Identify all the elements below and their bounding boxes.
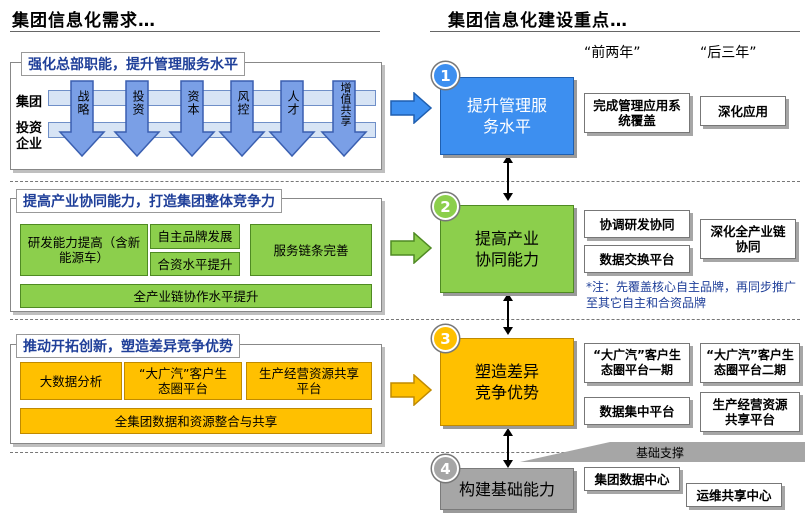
right-arrow-1 (390, 92, 432, 124)
period-last-label: “后三年” (700, 45, 757, 61)
step3-label: 塑造差异竞争优势 (474, 362, 539, 402)
arrow-label-strategy: 战略 (76, 90, 90, 116)
box-resource-sharing: 生产经营资源共享平台 (246, 362, 372, 400)
right-arrow-2 (390, 232, 432, 264)
s1-last-item: 深化应用 (700, 96, 786, 126)
box-rd-capability: 研发能力提高（含新能源车） (20, 224, 148, 276)
box-full-chain: 全产业链协作水平提升 (20, 284, 372, 308)
down-arrow-talent (268, 80, 316, 158)
s2-first-item-1: 协调研发协同 (584, 210, 690, 238)
row-label-group: 集团 (16, 95, 43, 110)
step3-number: 3 (432, 325, 459, 352)
right-header-underline (430, 31, 800, 32)
separator-2 (10, 319, 800, 320)
box-own-brand: 自主品牌发展 (150, 224, 240, 249)
s3-first-item-1: “大广汽”客户生态圈平台一期 (584, 343, 690, 383)
section1-title: 强化总部职能，提升管理服务水平 (21, 52, 245, 76)
step2-label: 提高产业协同能力 (474, 229, 539, 269)
step4-number: 4 (432, 455, 459, 482)
step4-box: 构建基础能力 (440, 468, 574, 510)
down-arrow-investment (113, 80, 161, 158)
section2-title: 提高产业协同能力，打造集团整体竞争力 (16, 189, 282, 213)
right-header: 集团信息化建设重点… (448, 11, 628, 31)
arrow-label-investment: 投资 (131, 90, 145, 116)
down-arrow-capital (168, 80, 216, 158)
down-arrow-risk (218, 80, 266, 158)
s4-item-1: 集团数据中心 (584, 467, 680, 491)
support-label: 基础支撑 (636, 446, 685, 460)
arrow-label-sharing: 增值共享 (339, 82, 352, 126)
left-header-underline (10, 31, 380, 32)
right-arrow-3 (390, 374, 432, 406)
s2-first-item-2: 数据交换平台 (584, 245, 690, 273)
double-arrow-2-3 (503, 293, 513, 335)
s3-first-item-2: 数据集中平台 (584, 397, 690, 425)
separator-3 (10, 452, 800, 453)
box-jv-level: 合资水平提升 (150, 252, 240, 276)
period-first-label: “前两年” (584, 45, 641, 61)
step1-label: 提升管理服务水平 (467, 96, 548, 136)
s2-note: *注：先覆盖核心自主品牌，再同步推广至其它自主和合资品牌 (586, 280, 797, 310)
box-customer-ecosystem: “大广汽”客户生态圈平台 (124, 362, 242, 400)
left-header: 集团信息化需求… (12, 11, 156, 31)
down-arrow-sharing (320, 80, 368, 158)
step3-box: 塑造差异竞争优势 (440, 338, 574, 426)
box-service-chain: 服务链条完善 (250, 224, 372, 276)
s2-last-item: 深化全产业链协同 (700, 219, 796, 259)
foundation-support-wedge (520, 442, 805, 462)
separator-1 (10, 181, 800, 182)
step1-box: 提升管理服务水平 (440, 77, 574, 155)
arrow-label-talent: 人才 (286, 90, 300, 116)
box-big-data: 大数据分析 (20, 362, 122, 400)
step1-number: 1 (432, 62, 459, 89)
s4-item-2: 运维共享中心 (686, 483, 782, 507)
s3-last-item-1: “大广汽”客户生态圈平台二期 (700, 343, 800, 383)
section3-title: 推动开拓创新，塑造差异竞争优势 (16, 334, 240, 358)
step2-number: 2 (432, 193, 459, 220)
arrow-label-risk: 风控 (236, 90, 250, 116)
s1-first-item: 完成管理应用系统覆盖 (584, 93, 690, 133)
s3-last-item-2: 生产经营资源共享平台 (700, 392, 800, 432)
arrow-label-capital: 资本 (186, 90, 200, 116)
double-arrow-1-2 (503, 155, 513, 201)
box-data-integration: 全集团数据和资源整合与共享 (20, 408, 372, 434)
step2-box: 提高产业协同能力 (440, 205, 574, 293)
down-arrow-strategy (58, 80, 106, 158)
double-arrow-3-4 (503, 428, 513, 468)
row-label-investee: 投资企业 (16, 121, 43, 152)
step4-label: 构建基础能力 (458, 479, 555, 499)
